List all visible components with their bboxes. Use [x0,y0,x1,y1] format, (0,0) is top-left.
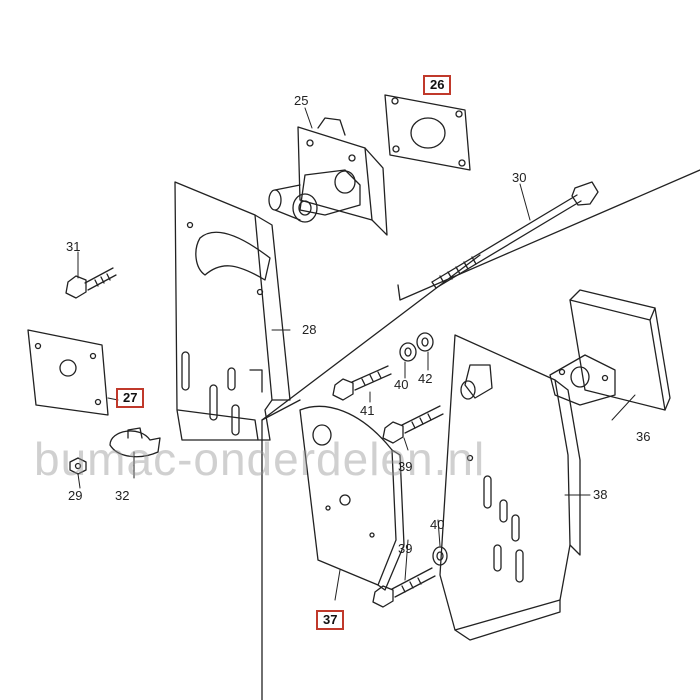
washer-42-icon [416,332,434,352]
bolt-41-icon [332,365,392,401]
part-label-40-upper: 40 [394,377,409,392]
bolt-39-upper-icon [382,405,444,444]
part-label-32: 32 [115,488,130,503]
bracket-28-icon [174,181,291,441]
part-label-31: 31 [66,239,81,254]
insulator-25-icon [268,117,388,236]
part-label-28: 28 [302,322,317,337]
stud-30-icon [431,181,599,289]
leader-lines [77,107,636,601]
clamp-32-icon [109,427,161,458]
part-label-38: 38 [593,487,608,502]
washer-40-icon [399,342,417,362]
bolt-39-lower-icon [372,567,436,608]
bolt-31-icon [65,267,117,299]
part-label-30: 30 [512,170,527,185]
part-label-29: 29 [68,488,83,503]
part-label-37-highlighted[interactable]: 37 [316,610,345,630]
protector-38-icon [439,334,581,641]
part-label-36: 36 [636,429,651,444]
part-label-25: 25 [294,93,309,108]
part-label-41: 41 [360,403,375,418]
part-label-40-lower: 40 [430,517,445,532]
part-label-26-highlighted[interactable]: 26 [423,75,452,95]
part-label-39-upper: 39 [398,459,413,474]
muffler-36-icon [549,289,671,411]
part-label-27-highlighted[interactable]: 27 [116,388,145,408]
watermark: bumac-onderdelen.nl [34,433,486,485]
gasket-26-icon [384,94,471,171]
gasket-27-icon [27,329,109,416]
part-label-39-lower: 39 [398,541,413,556]
reference-line-lower [261,399,301,421]
shield-37-icon [299,405,405,591]
nut-29-icon [69,457,87,475]
part-label-42: 42 [418,371,433,386]
washer-40-lower-icon [432,546,448,566]
